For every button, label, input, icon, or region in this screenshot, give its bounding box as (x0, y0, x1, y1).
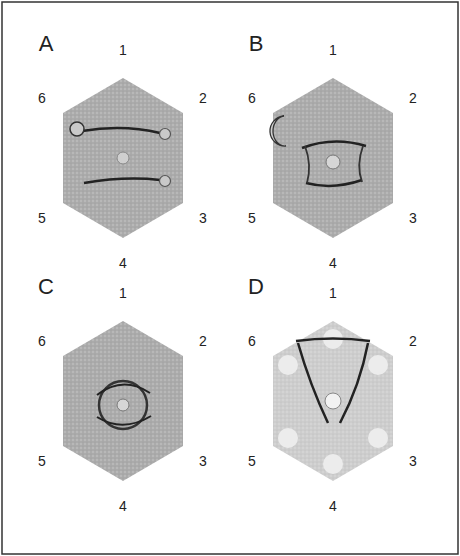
panel-a (63, 78, 183, 238)
position-number: 5 (38, 453, 46, 469)
panel-c (63, 321, 183, 481)
position-number: 6 (38, 333, 46, 349)
panel-letter: A (39, 31, 54, 57)
position-number: 1 (119, 285, 127, 301)
panel-letter: B (249, 31, 264, 57)
panel-letter: D (248, 274, 264, 300)
position-number: 4 (119, 255, 127, 271)
position-number: 6 (248, 90, 256, 106)
position-number: 1 (119, 42, 127, 58)
position-number: 4 (119, 498, 127, 514)
position-number: 5 (248, 453, 256, 469)
position-number: 2 (199, 333, 207, 349)
position-number: 5 (248, 210, 256, 226)
position-number: 3 (199, 210, 207, 226)
position-number: 6 (38, 90, 46, 106)
position-number: 1 (329, 285, 337, 301)
position-number: 3 (409, 210, 417, 226)
position-number: 4 (329, 255, 337, 271)
position-number: 6 (248, 333, 256, 349)
position-number: 3 (409, 453, 417, 469)
panel-letter: C (38, 274, 54, 300)
position-number: 2 (409, 333, 417, 349)
position-number: 5 (38, 210, 46, 226)
position-number: 2 (409, 90, 417, 106)
position-number: 3 (199, 453, 207, 469)
position-number: 1 (329, 42, 337, 58)
position-number: 4 (329, 498, 337, 514)
panel-b (270, 78, 393, 238)
panel-d (273, 321, 393, 481)
position-number: 2 (199, 90, 207, 106)
